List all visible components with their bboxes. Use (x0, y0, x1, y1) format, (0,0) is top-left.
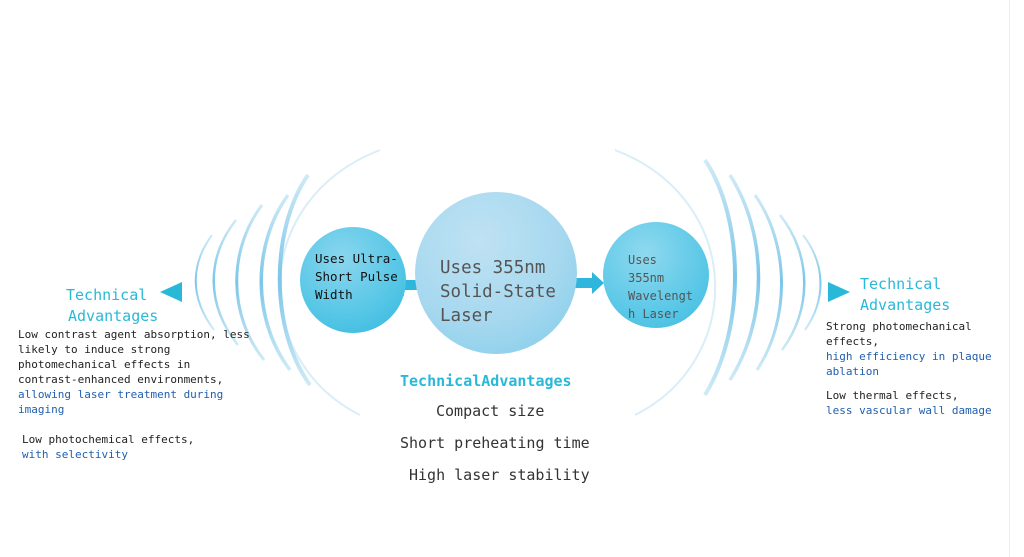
note-line: contrast-enhanced environments, (18, 373, 224, 386)
outer-arc-right (614, 149, 717, 416)
note-line: Low contrast agent absorption, less (18, 328, 250, 341)
right-note-1: Strong photomechanical effects, high eff… (826, 319, 1001, 379)
note-line: Low photochemical effects, (22, 433, 195, 446)
left-note-1: Low contrast agent absorption, less like… (18, 327, 253, 417)
center-heading: TechnicalAdvantages (400, 372, 572, 390)
advantage-item: Compact size (436, 402, 545, 420)
right-line: Wavelengt (628, 289, 694, 303)
left-arc-3 (235, 204, 266, 361)
left-arc-4 (212, 219, 239, 346)
left-heading-line: Advantages (68, 307, 159, 325)
advantage-item: High laser stability (409, 466, 590, 484)
note-line: effects, (826, 335, 879, 348)
right-heading-line: Advantages (860, 296, 951, 314)
note-highlight: less vascular wall damage (826, 404, 992, 417)
note-highlight: with selectivity (22, 448, 128, 461)
right-line: Uses (628, 253, 657, 267)
left-heading-line: Technical (66, 286, 148, 304)
center-line: Solid-State (440, 282, 556, 302)
arrow-right-icon (574, 272, 604, 294)
right-arc-2 (728, 174, 761, 381)
left-arc-1 (277, 173, 312, 387)
note-highlight: allowing laser treatment during (18, 388, 224, 401)
note-highlight: ablation (826, 365, 879, 378)
left-note-2: Low photochemical effects, with selectiv… (22, 432, 242, 462)
right-arc-1 (703, 158, 737, 397)
right-line: h Laser (628, 307, 679, 321)
right-line: 355nm (628, 271, 665, 285)
right-heading-line: Technical (860, 275, 942, 293)
left-circle (300, 227, 406, 333)
left-heading: Technical Advantages (66, 285, 176, 327)
left-line: Short Pulse (315, 269, 398, 284)
note-highlight: imaging (18, 403, 65, 416)
left-arc-2 (259, 193, 292, 372)
left-circle-text: Uses Ultra- Short Pulse Width (315, 250, 415, 304)
center-circle-text: Uses 355nm Solid-State Laser (440, 256, 556, 328)
edge-divider (1009, 0, 1010, 557)
triangle-left-icon (160, 282, 182, 302)
right-arc-5 (802, 234, 822, 331)
right-arc-4 (779, 214, 806, 351)
right-heading: Technical Advantages (860, 274, 970, 316)
triangle-right-icon (828, 282, 850, 302)
note-highlight: high efficiency in plaque (826, 350, 992, 363)
left-line: Width (315, 287, 353, 302)
center-circle (415, 192, 577, 354)
note-line: likely to induce strong (18, 343, 171, 356)
right-note-2: Low thermal effects, less vascular wall … (826, 388, 1016, 418)
center-line: Uses 355nm (440, 258, 546, 278)
note-line: Low thermal effects, (826, 389, 959, 402)
right-circle-text: Uses 355nm Wavelengt h Laser (628, 251, 708, 323)
right-circle (603, 222, 709, 328)
note-line: photomechanical effects in (18, 358, 191, 371)
left-line: Uses Ultra- (315, 251, 398, 266)
left-arc-5 (194, 234, 215, 331)
advantage-item: Short preheating time (400, 434, 590, 452)
note-line: Strong photomechanical (826, 320, 972, 333)
right-arc-3 (753, 194, 783, 371)
center-line: Laser (440, 306, 493, 326)
